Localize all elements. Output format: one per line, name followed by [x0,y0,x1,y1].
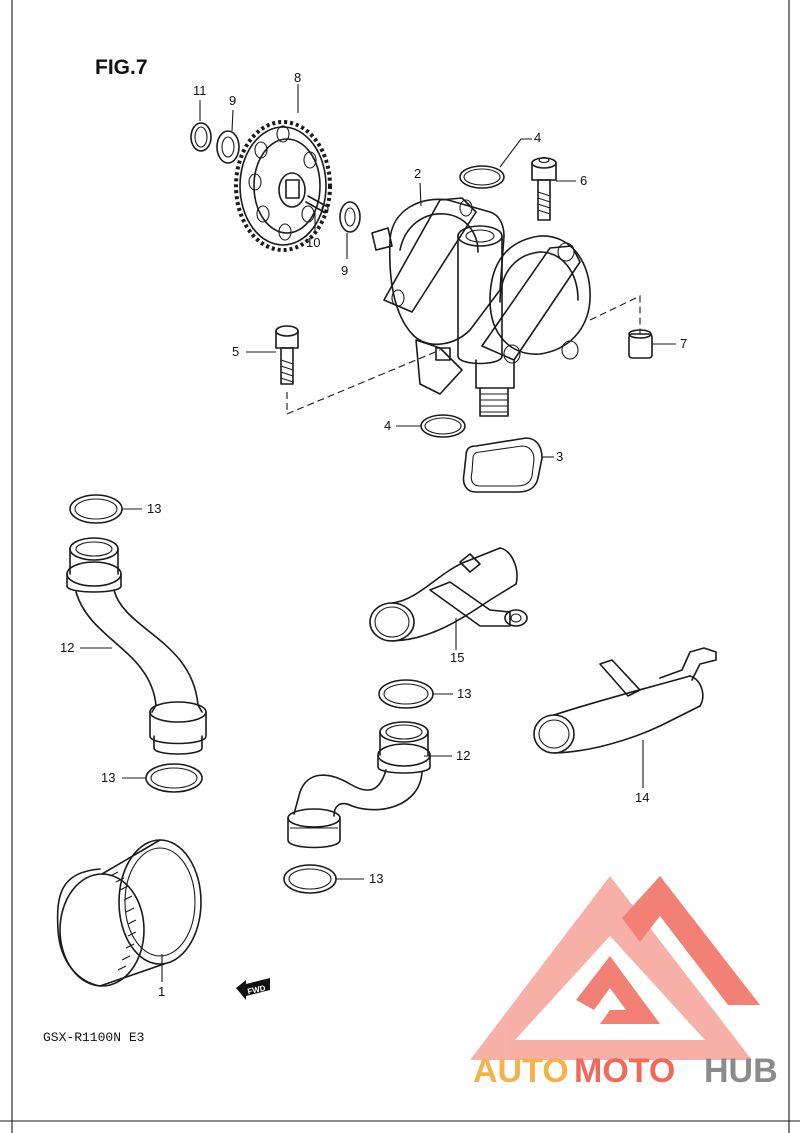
part-15-hose [369,547,528,642]
part-13-o-ring-4 [283,864,337,894]
part-8-driven-gear [234,120,332,252]
fwd-label: FWD [247,984,267,997]
part-4-o-ring-upper [459,165,505,189]
part-4-o-ring-lower [420,414,466,438]
part-7-dowel [628,329,653,359]
part-9-washer-lower [339,201,361,233]
part-1-oil-filter [56,839,202,987]
callout-1: 1 [158,984,165,999]
callout-4-lower: 4 [384,418,391,433]
figure-title: FIG.7 [95,56,148,79]
alignment-dashes [286,295,641,415]
part-12-oil-pipe-left [66,537,207,755]
callout-13-d: 13 [369,871,383,886]
part-2-oil-pump-assembly [371,197,591,417]
fwd-arrow-icon: FWD [236,978,270,1000]
callout-4-upper: 4 [534,130,541,145]
callout-9-upper: 9 [229,93,236,108]
watermark-auto: AUTO [473,1052,569,1090]
model-code: GSX-R1100N E3 [43,1030,144,1045]
watermark-hub: HUB [704,1052,778,1090]
part-13-o-ring-1 [69,494,123,524]
part-11-circlip [190,122,212,152]
part-13-o-ring-3 [378,679,434,709]
part-14-hose [533,647,717,754]
callout-5: 5 [232,344,239,359]
part-9-washer-upper [216,130,240,164]
callout-8: 8 [294,70,301,85]
part-5-bolt [275,325,299,385]
part-12-oil-pipe-right [287,721,431,849]
part-3-gasket [462,437,543,493]
callout-13-a: 13 [147,501,161,516]
callout-11: 11 [193,83,207,98]
part-10-pin [305,195,329,214]
callout-13-c: 13 [457,686,471,701]
callout-14: 14 [635,790,649,805]
callout-12-right: 12 [456,748,470,763]
callout-12-left: 12 [60,640,74,655]
callout-9-lower: 9 [341,263,348,278]
callout-6: 6 [580,173,587,188]
automotohub-wordmark: AUTO MOTO HUB [473,1052,778,1090]
callout-10: 10 [306,235,320,250]
callout-2: 2 [414,166,421,181]
watermark-moto: MOTO [574,1052,675,1090]
part-13-o-ring-2 [145,763,203,793]
callout-13-b: 13 [101,770,115,785]
automotohub-logo [470,876,760,1060]
callout-15: 15 [450,650,464,665]
part-6-bolt [531,156,557,221]
callout-3: 3 [556,449,563,464]
callout-7: 7 [680,336,687,351]
